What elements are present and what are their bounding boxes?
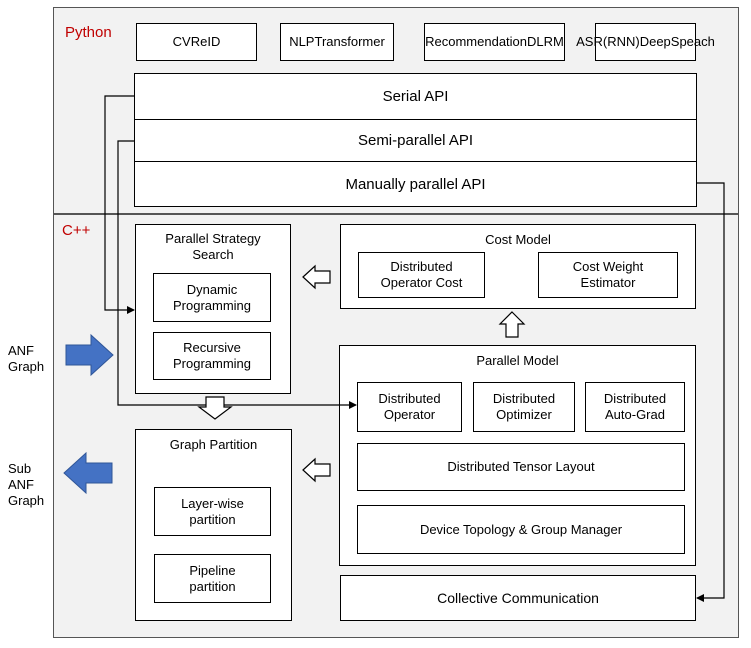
hollow-arrow-left-cost [302,264,331,290]
recursive-programming: Recursive Programming [153,332,271,380]
distributed-operator: Distributed Operator [357,382,462,432]
model-cv-label: CV [172,34,191,49]
sub-anf-output-arrow [63,451,113,495]
layer-wise-partition: Layer-wise partition [154,487,271,536]
model-transformer-label: Transformer [314,34,385,49]
distributed-tensor-layout: Distributed Tensor Layout [357,443,685,491]
serial-api: Serial API [134,73,697,120]
cpp-label: C++ [62,222,91,239]
pipeline-partition: Pipeline partition [154,554,271,603]
distributed-auto-grad: Distributed Auto-Grad [585,382,685,432]
device-topology-group-manager: Device Topology & Group Manager [357,505,685,554]
semi-parallel-api-connector [117,140,357,409]
hollow-arrow-left-partition [302,457,331,483]
anf-input-arrow [65,333,114,377]
model-dlrm-label: DLRM [527,34,564,49]
model-nlp-label: NLP [289,34,315,49]
cost-weight-estimator: Cost Weight Estimator [538,252,678,298]
semi-parallel-api: Semi-parallel API [134,119,697,162]
manually-parallel-api: Manually parallel API [134,161,697,207]
manually-parallel-api-connector [696,182,725,602]
hollow-arrow-up [498,311,526,338]
serial-api-connector [104,95,135,314]
model-reid-label: ReID [190,34,221,49]
cost-model-title: Cost Model [485,232,551,247]
hollow-arrow-down [197,396,233,420]
python-label: Python [65,24,112,41]
anf-graph-label: ANF Graph [8,343,45,374]
graph-partition-title: Graph Partition [169,437,258,452]
model-asr-label: ASR(RNN) [576,34,640,49]
distributed-operator-cost: Distributed Operator Cost [358,252,485,298]
parallel-model-title: Parallel Model [476,353,559,368]
model-recommendation-label: Recommendation [425,34,528,49]
model-deepspeach-label: DeepSpeach [639,34,715,49]
strategy-search-title: Parallel Strategy Search [165,231,261,262]
distributed-optimizer: Distributed Optimizer [473,382,575,432]
collective-communication: Collective Communication [340,575,696,621]
model-asr-deepspeach: ASR(RNN)DeepSpeach [576,23,715,61]
dynamic-programming: Dynamic Programming [153,273,271,322]
sub-anf-graph-label: Sub ANF Graph [8,461,45,508]
